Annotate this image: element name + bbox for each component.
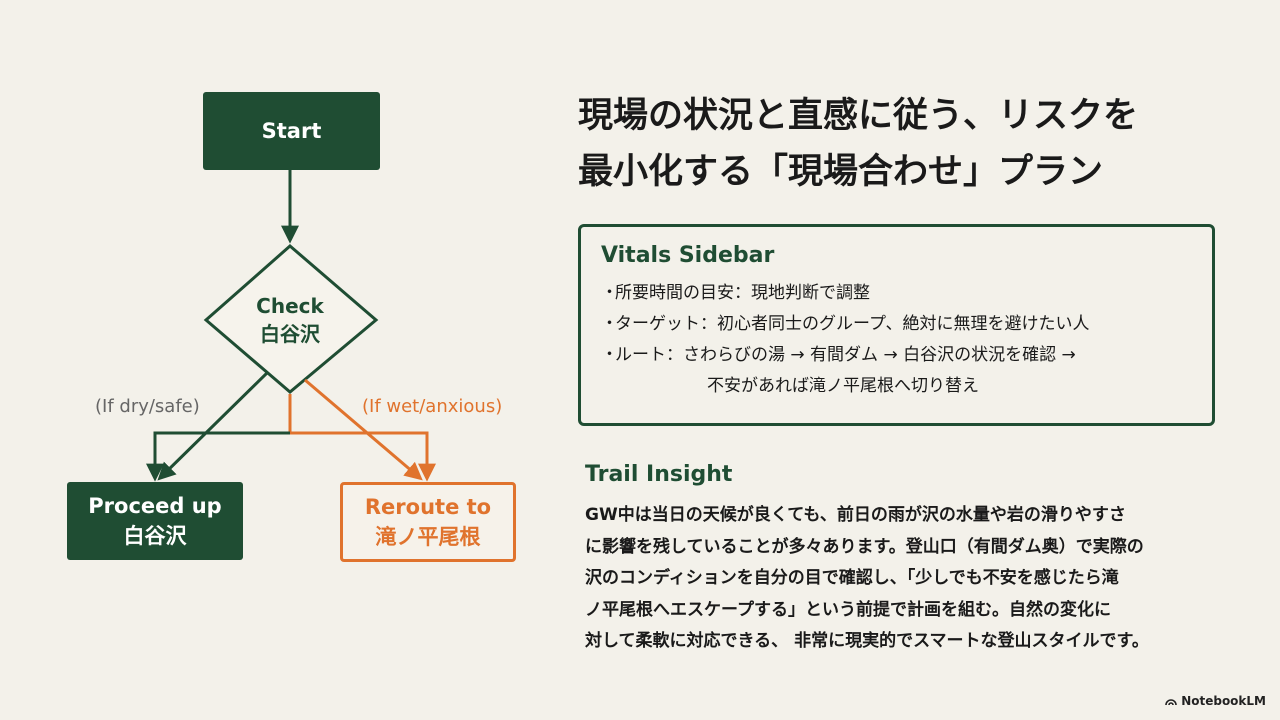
vitals-route-text: ルート：さわらびの湯 → 有間ダム → 白谷沢の状況を確認 → <box>615 345 1076 365</box>
insight-title: Trail Insight <box>585 462 733 487</box>
reroute-node: Reroute to 滝ノ平尾根 <box>340 482 516 562</box>
proceed-node: Proceed up 白谷沢 <box>67 482 243 560</box>
bullet-icon: ・ <box>601 345 618 365</box>
check-label-line2: 白谷沢 <box>260 322 320 346</box>
bullet-icon: ・ <box>601 314 618 334</box>
vitals-title: Vitals Sidebar <box>601 243 775 268</box>
vitals-time-text: 所要時間の目安：現地判断で調整 <box>615 283 870 303</box>
edge-label-dry: (If dry/safe) <box>95 396 200 417</box>
flowchart <box>146 170 436 482</box>
proceed-line1: Proceed up <box>88 494 222 518</box>
insight-line: 対して柔軟に対応できる、 非常に現実的でスマートな登山スタイルです。 <box>585 631 1149 651</box>
reroute-line2: 滝ノ平尾根 <box>375 525 481 549</box>
brand-name: NotebookLM <box>1181 694 1266 708</box>
vitals-item-time: ・ 所要時間の目安：現地判断で調整 <box>601 278 1192 309</box>
edge-green-elbow <box>146 431 290 482</box>
edge-orange-diagonal <box>304 378 423 481</box>
slide-title: 現場の状況と直感に従う、リスクを 最小化する「現場合わせ」プラン <box>578 88 1258 200</box>
edge-green-diagonal <box>157 370 270 481</box>
vitals-target-text: ターゲット：初心者同士のグループ、絶対に無理を避けたい人 <box>615 314 1090 334</box>
start-node: Start <box>203 92 380 170</box>
vitals-sidebar: Vitals Sidebar ・ 所要時間の目安：現地判断で調整 ・ ターゲット… <box>578 224 1215 426</box>
insight-line: GW中は当日の天候が良くても、前日の雨が沢の水量や岩の滑りやすさ <box>585 505 1126 525</box>
vitals-item-route: ・ ルート：さわらびの湯 → 有間ダム → 白谷沢の状況を確認 → <box>601 340 1192 371</box>
check-node-label: Check 白谷沢 <box>232 292 348 348</box>
vitals-route-continuation: 不安があれば滝ノ平尾根へ切り替え <box>707 376 979 396</box>
title-line1: 現場の状況と直感に従う、リスクを <box>578 96 1139 136</box>
proceed-line2: 白谷沢 <box>123 524 187 548</box>
check-label-line1: Check <box>256 294 324 318</box>
bullet-icon: ・ <box>601 283 618 303</box>
title-line2: 最小化する「現場合わせ」プラン <box>578 152 1104 192</box>
insight-line: ノ平尾根へエスケープする」という前提で計画を組む。自然の変化に <box>585 599 1111 620</box>
edge-orange-elbow <box>288 394 436 482</box>
insight-line: 沢のコンディションを自分の目で確認し、「少しでも不安を感じたら滝 <box>585 568 1119 588</box>
notebooklm-logo-icon <box>1165 699 1177 705</box>
start-label: Start <box>261 119 322 143</box>
check-diamond <box>203 244 379 394</box>
brand-watermark: NotebookLM <box>1165 694 1266 708</box>
edge-label-wet: (If wet/anxious) <box>362 396 503 417</box>
reroute-line1: Reroute to <box>364 495 492 519</box>
insight-body: GW中は当日の天候が良くても、前日の雨が沢の水量や岩の滑りやすさ に影響を残して… <box>585 500 1235 658</box>
insight-line: に影響を残していることが多々あります。登山口（有間ダム奥）で実際の <box>585 536 1144 557</box>
vitals-item-target: ・ ターゲット：初心者同士のグループ、絶対に無理を避けたい人 <box>601 309 1192 340</box>
